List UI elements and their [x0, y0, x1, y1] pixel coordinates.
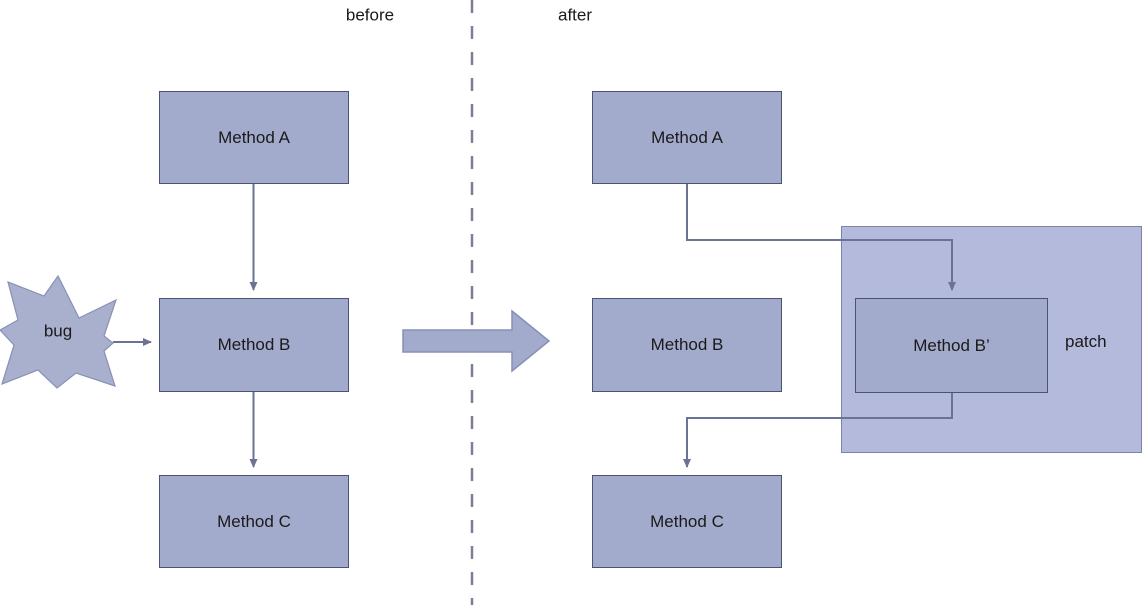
node-method-b-before[interactable]: Method B	[159, 298, 349, 392]
node-label: Method C	[217, 511, 291, 531]
column-heading-before: before	[345, 5, 395, 25]
node-method-c-before[interactable]: Method C	[159, 475, 349, 568]
node-method-b-prime[interactable]: Method B’	[855, 298, 1048, 393]
node-method-a-after[interactable]: Method A	[592, 91, 782, 184]
node-method-b-after[interactable]: Method B	[592, 298, 782, 392]
node-label: Method C	[650, 511, 724, 531]
node-label: Method A	[218, 127, 290, 147]
node-method-c-after[interactable]: Method C	[592, 475, 782, 568]
patch-label: patch	[1065, 332, 1107, 351]
before-after-block-arrow	[402, 309, 551, 373]
node-label: Method B	[217, 335, 291, 354]
bug-label: bug	[43, 321, 73, 341]
column-heading-after: after	[557, 5, 593, 25]
node-method-a-before[interactable]: Method A	[159, 91, 349, 184]
node-label: Method A	[651, 127, 723, 147]
node-label: Method B’	[913, 335, 990, 355]
node-label: Method B	[650, 335, 724, 354]
